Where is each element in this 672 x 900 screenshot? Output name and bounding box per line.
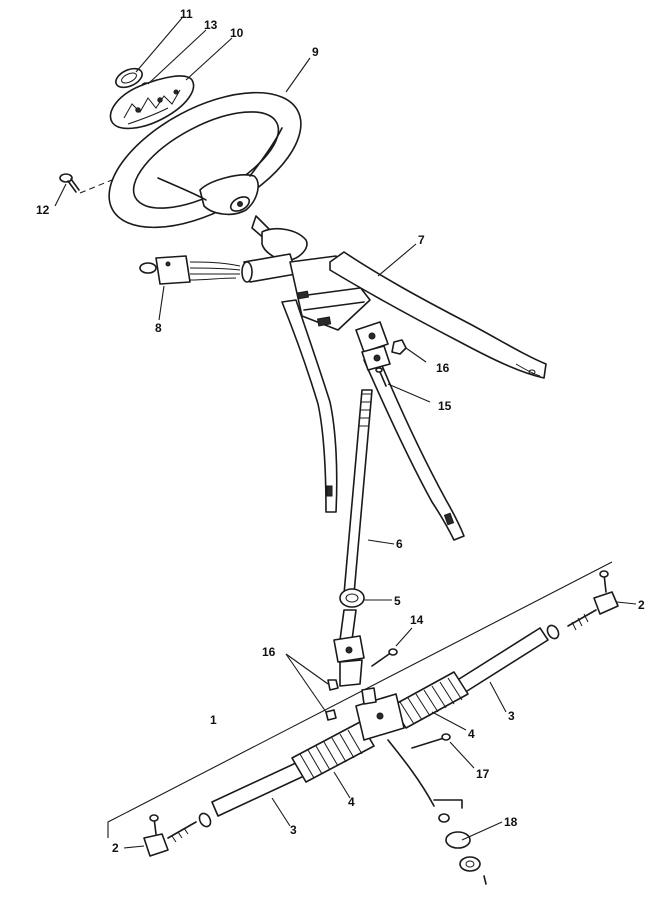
- lower-universal-joint: [333, 609, 365, 687]
- callout-6: 6: [396, 537, 403, 551]
- rack-tube-left: [211, 761, 305, 817]
- nut-lower-b: [325, 709, 337, 721]
- callout-18: 18: [504, 815, 518, 829]
- callout-2-right: 2: [638, 598, 645, 612]
- tie-rod-end-left: [143, 814, 197, 857]
- callout-15: 15: [438, 399, 452, 413]
- callout-5: 5: [394, 594, 401, 608]
- pinion-housing: [355, 687, 405, 741]
- horn-badge-cap: [115, 67, 143, 89]
- callout-8: 8: [155, 321, 162, 335]
- callout-1: 1: [210, 713, 217, 727]
- rack-mounting-kit: [387, 739, 487, 885]
- wheel-screw: [59, 173, 113, 194]
- callout-10: 10: [230, 26, 244, 40]
- callout-11: 11: [180, 7, 193, 21]
- callout-14: 14: [410, 613, 424, 627]
- intermediate-shaft: [343, 389, 373, 595]
- rack-bellows-left: [291, 721, 375, 783]
- pinch-bolt-upper: [375, 367, 387, 387]
- callout-3-left: 3: [290, 823, 297, 837]
- steering-column: [241, 215, 547, 541]
- horn-pad: [109, 75, 195, 130]
- rack-bellows-right: [391, 671, 469, 729]
- callout-2-left: 2: [112, 841, 119, 855]
- callout-3-right: 3: [508, 709, 515, 723]
- callout-16-upper: 16: [436, 361, 450, 375]
- leader-lines: [54, 17, 637, 849]
- callout-12: 12: [36, 203, 50, 217]
- tie-rod-end-right: [567, 570, 619, 631]
- nut-lower-a: [327, 679, 339, 691]
- callout-17: 17: [476, 767, 490, 781]
- nut-upper: [391, 339, 407, 355]
- rack-assembly-outline: [107, 561, 613, 838]
- upper-universal-joint: [355, 321, 391, 371]
- rack-mount-bolt: [411, 733, 451, 749]
- callout-16-lower: 16: [262, 645, 276, 659]
- shaft-grommet: [339, 588, 365, 608]
- ignition-switch: [139, 255, 241, 285]
- callout-9: 9: [312, 45, 319, 59]
- callout-4-left: 4: [348, 795, 355, 809]
- callout-13: 13: [204, 18, 218, 32]
- callout-7: 7: [418, 233, 425, 247]
- pinch-bolt-lower: [371, 648, 398, 667]
- callout-numbers: 11 13 10 9 12 7 8 16 15 6 5 2 14 16 3 1 …: [36, 7, 645, 855]
- rack-end-bush-left: [198, 812, 212, 828]
- steering-wheel: [108, 91, 302, 229]
- callout-4-right: 4: [468, 727, 475, 741]
- rack-end-bush-right: [546, 624, 560, 640]
